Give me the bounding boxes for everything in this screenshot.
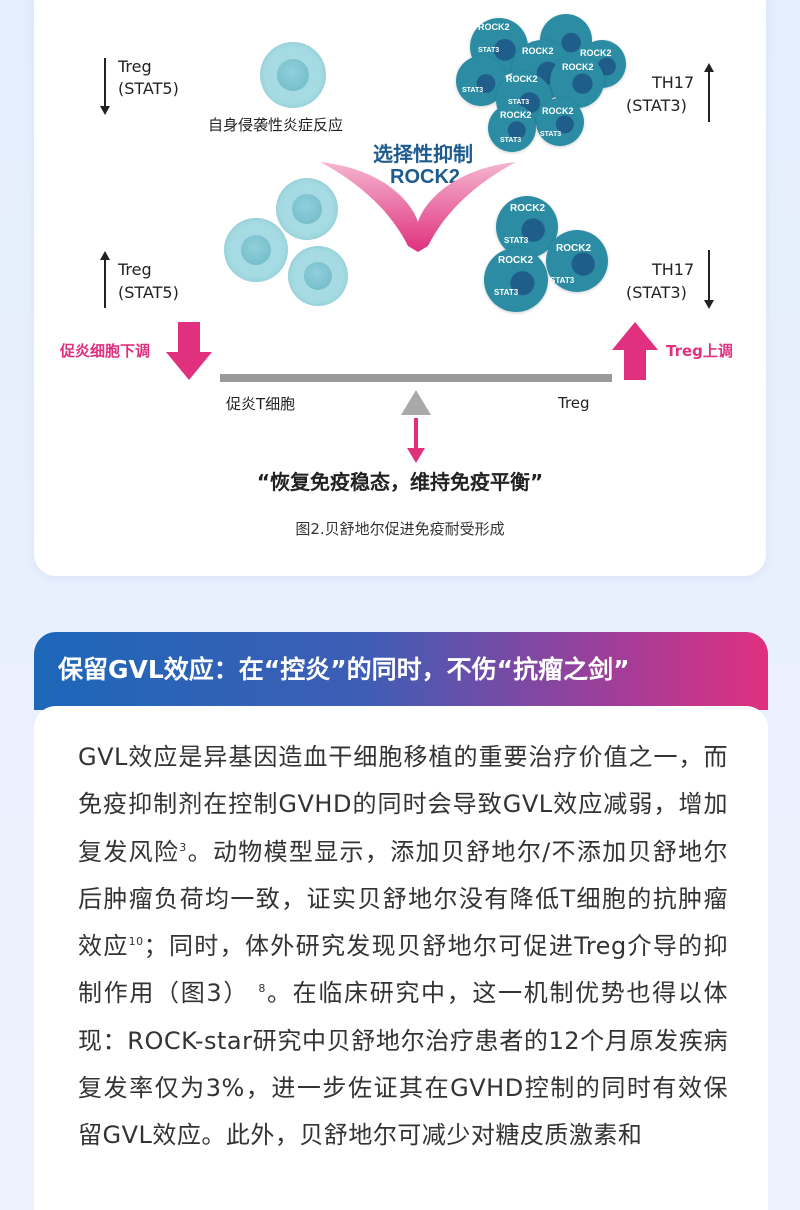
rock2-label: ROCK2 [498,255,534,266]
paragraph-text: ；同时，体外研究发现贝舒地尔可促进Treg介导的抑制作用（图3） [78,932,728,1008]
up-arrow-icon [704,63,714,122]
balance-left-label: 促炎T细胞 [226,395,296,413]
section-title: 保留GVL效应：在“控炎”的同时，不伤“抗瘤之剑” [58,655,630,684]
treg-label-top: Treg [118,57,152,76]
stat3-label: STAT3 [540,131,562,138]
rock2-label: ROCK2 [522,46,554,56]
stat3-label: STAT3 [494,288,519,297]
up-arrow-icon [100,251,110,308]
stat5-label-top: (STAT5) [118,79,179,98]
stat3-label: STAT3 [500,137,522,144]
selective-inhibition-label: 选择性抑制 [373,142,473,166]
stat3-label: STAT3 [550,276,575,285]
treg-up-label: Treg上调 [666,342,733,360]
rock2-label: ROCK2 [506,74,538,84]
paragraph-text: 。动物模型显示，添加贝舒地尔/不添加贝舒地尔后肿瘤负荷均一致，证实贝舒地尔没有降… [78,837,728,961]
rock2-label: ROCK2 [542,106,574,116]
rock2-label: ROCK2 [580,48,612,58]
rock2-label: ROCK2 [478,22,510,32]
rock2-label: ROCK2 [500,110,532,120]
stat5-label-bottom: (STAT5) [118,283,179,302]
balance-right-label: Treg [558,394,590,412]
reference-mark: 3 [179,840,187,854]
balance-beam [220,374,612,382]
rock2-label: ROCK2 [562,62,594,72]
slogan: “恢复免疫稳态，维持免疫平衡” [256,470,544,494]
proinflammatory-down-label: 促炎细胞下调 [60,342,151,360]
body-paragraph: GVL效应是异基因造血干细胞移植的重要治疗价值之一，而免疫抑制剂在控制GVHD的… [78,734,728,1160]
reference-mark: 8 [258,982,266,996]
chevron-down-icon [320,162,516,252]
reference-mark: 10 [128,935,144,949]
th17-label-top: TH17 [652,73,695,92]
treg-cell [260,42,326,108]
paragraph-text: GVL效应是异基因造血干细胞移植的重要治疗价值之一，而免疫抑制剂在控制GVHD的… [78,743,728,866]
fulcrum-icon [401,390,431,415]
magenta-up-arrow-icon [612,322,658,380]
figure-caption: 图2.贝舒地尔促进免疫耐受形成 [295,520,505,538]
th17-label-bottom: TH17 [652,260,695,279]
paragraph-text: 。在临床研究中，这一机制优势也得以体现：ROCK-star研究中贝舒地尔治疗患者… [78,979,728,1150]
section-header: 保留GVL效应：在“控炎”的同时，不伤“抗瘤之剑” [34,632,768,710]
rock2-label: ROCK2 [556,243,592,254]
rock2-target-label: ROCK2 [390,166,461,188]
stat3-label: STAT3 [504,236,529,245]
stat3-label-top: (STAT3) [626,96,687,115]
magenta-down-arrow-icon [407,418,425,463]
treg-label-bottom: Treg [118,260,152,279]
stat3-label: STAT3 [478,47,500,54]
down-arrow-icon [704,250,714,309]
stat3-label-bottom: (STAT3) [626,283,687,302]
rock2-label: ROCK2 [510,203,546,214]
magenta-down-arrow-icon [166,322,212,380]
stat3-label: STAT3 [508,99,530,106]
stat3-label: STAT3 [462,87,484,94]
figure-card [34,0,766,576]
autoimmune-label: 自身侵袭性炎症反应 [208,116,344,134]
down-arrow-icon [100,58,110,115]
section-card [34,706,768,1210]
